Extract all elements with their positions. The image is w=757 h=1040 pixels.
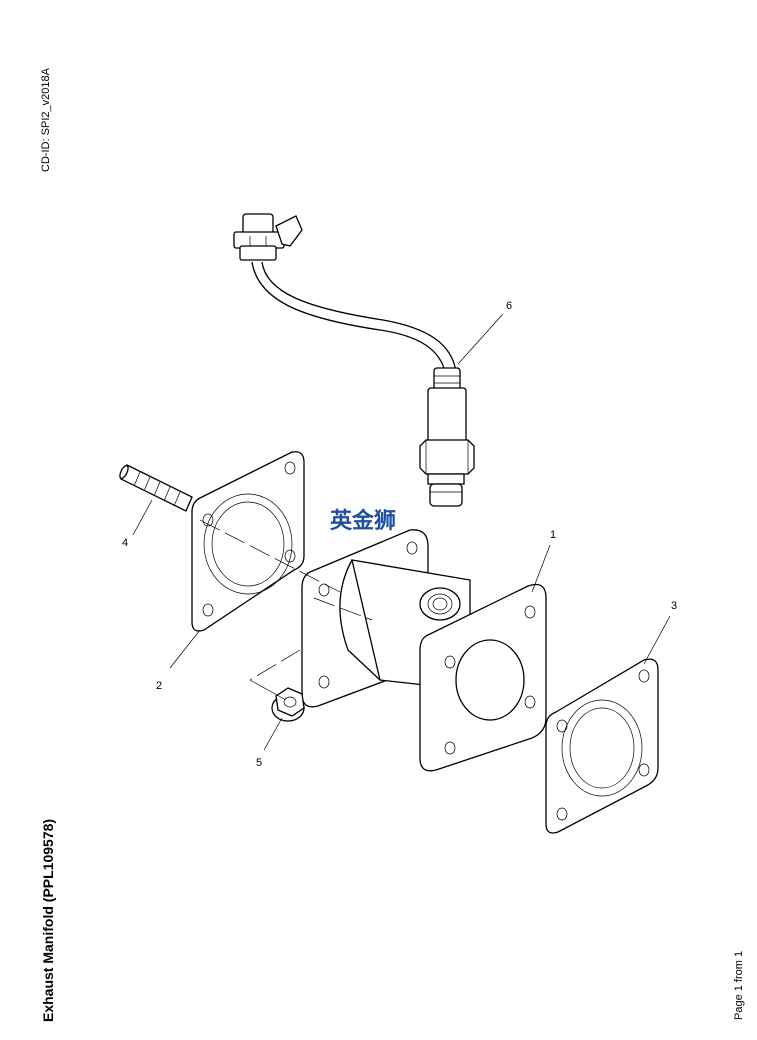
manifold-body [301, 529, 547, 772]
callout-2: 2 [156, 680, 162, 692]
callout-4: 4 [122, 537, 128, 549]
callout-3: 3 [671, 600, 677, 612]
callout-5: 5 [256, 757, 262, 769]
callout-6: 6 [506, 300, 512, 312]
oxygen-sensor [233, 213, 475, 507]
gasket-left [191, 451, 305, 632]
leader-lines [132, 313, 671, 751]
gasket-right [545, 658, 659, 834]
callout-1: 1 [550, 529, 556, 541]
flange-nut [271, 687, 305, 722]
watermark-logo: 英金狮 [330, 508, 396, 534]
assembly-lines [199, 519, 373, 701]
stud [119, 464, 193, 512]
